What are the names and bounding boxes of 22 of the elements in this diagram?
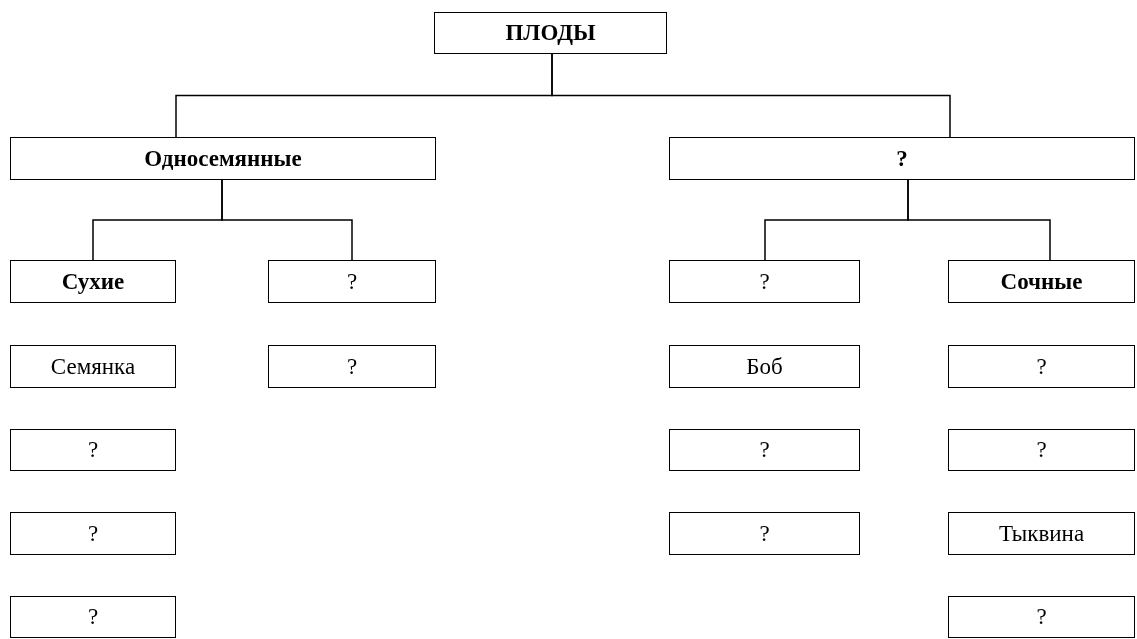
fruit-type-box: ? (10, 596, 176, 638)
fruit-type-box: Боб (669, 345, 860, 388)
category-box: Сочные (948, 260, 1135, 303)
connector-line (221, 179, 353, 261)
connector-line (551, 53, 951, 138)
category-box: ПЛОДЫ (434, 12, 667, 54)
fruit-type-box: ? (948, 596, 1135, 638)
fruit-type-box: ? (10, 429, 176, 471)
fruit-type-box: ? (10, 512, 176, 555)
category-box: ? (268, 260, 436, 303)
fruit-type-box: Тыквина (948, 512, 1135, 555)
category-box: Сухие (10, 260, 176, 303)
fruit-type-box: ? (669, 429, 860, 471)
connector-line (907, 179, 1051, 261)
category-box: ? (669, 137, 1135, 180)
category-box: ? (669, 260, 860, 303)
fruit-type-box: ? (948, 345, 1135, 388)
fruit-type-box: ? (948, 429, 1135, 471)
fruit-type-box: ? (268, 345, 436, 388)
category-box: Односемянные (10, 137, 436, 180)
fruit-type-box: ? (669, 512, 860, 555)
fruit-type-box: Семянка (10, 345, 176, 388)
